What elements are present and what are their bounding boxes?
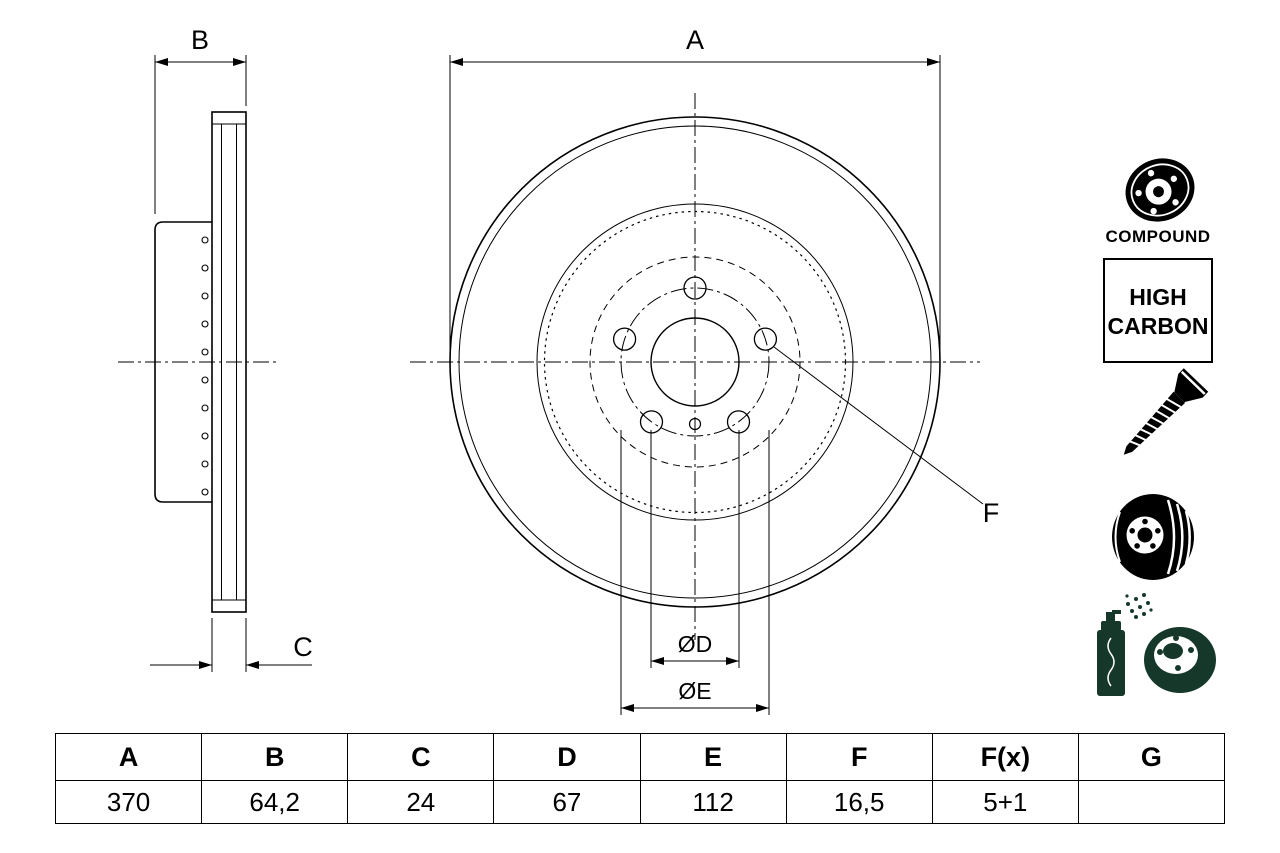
dimension-table: A B C D E F F(x) G 370 64,2 24 67 112 16… [54, 733, 1226, 824]
table-value-cell: 24 [347, 780, 495, 824]
table-value-row: 370 64,2 24 67 112 16,5 5+1 [54, 780, 1226, 824]
callout-f [773, 346, 984, 505]
dim-d-label: ØD [678, 631, 713, 657]
dim-e-label: ØE [678, 678, 711, 704]
table-value-cell: 64,2 [201, 780, 349, 824]
table-header-cell: E [639, 733, 787, 781]
dimension-c [150, 618, 312, 672]
dim-b-label: B [191, 25, 209, 55]
high-carbon-badge [1103, 258, 1213, 363]
table-header-cell: C [347, 733, 495, 781]
dimension-b [154, 55, 247, 214]
dimension-e [620, 430, 770, 715]
side-view [118, 111, 278, 613]
table-value-cell: 370 [54, 780, 203, 824]
dimension-d [650, 430, 740, 668]
front-view [410, 93, 980, 640]
dim-f-label: F [983, 498, 1000, 528]
technical-drawing: A B C ØD ØE F [118, 25, 1216, 715]
high-carbon-line1: HIGH [1129, 284, 1187, 310]
coating-spray-icon [1097, 593, 1216, 696]
table-header-row: A B C D E F F(x) G [54, 733, 1226, 781]
spray-droplets [1125, 593, 1153, 619]
table-header-cell: F [785, 733, 933, 781]
table-value-cell: 67 [493, 780, 641, 824]
dimension-a [449, 55, 941, 353]
hat-bolt-dots [201, 236, 209, 496]
dim-c-label: C [293, 632, 313, 662]
leader-line [773, 346, 984, 505]
table-header-cell: B [201, 733, 349, 781]
table-header-cell: A [54, 733, 203, 781]
bolt-hole [753, 327, 778, 351]
table-header-cell: F(x) [931, 733, 1079, 781]
table-value-cell: 5+1 [931, 780, 1079, 824]
compound-label: COMPOUND [1105, 227, 1210, 246]
bolt-hole [612, 327, 637, 351]
table-value-cell: 16,5 [785, 780, 933, 824]
table-value-cell: 112 [639, 780, 787, 824]
dim-a-label: A [686, 25, 704, 55]
table-value-cell [1077, 780, 1226, 824]
high-carbon-line2: CARBON [1108, 313, 1209, 339]
brake-disc-icon [1112, 494, 1194, 580]
compound-disc-icon [1125, 158, 1195, 222]
table-header-cell: G [1077, 733, 1226, 781]
table-header-cell: D [493, 733, 641, 781]
screw-icon [1123, 368, 1209, 455]
